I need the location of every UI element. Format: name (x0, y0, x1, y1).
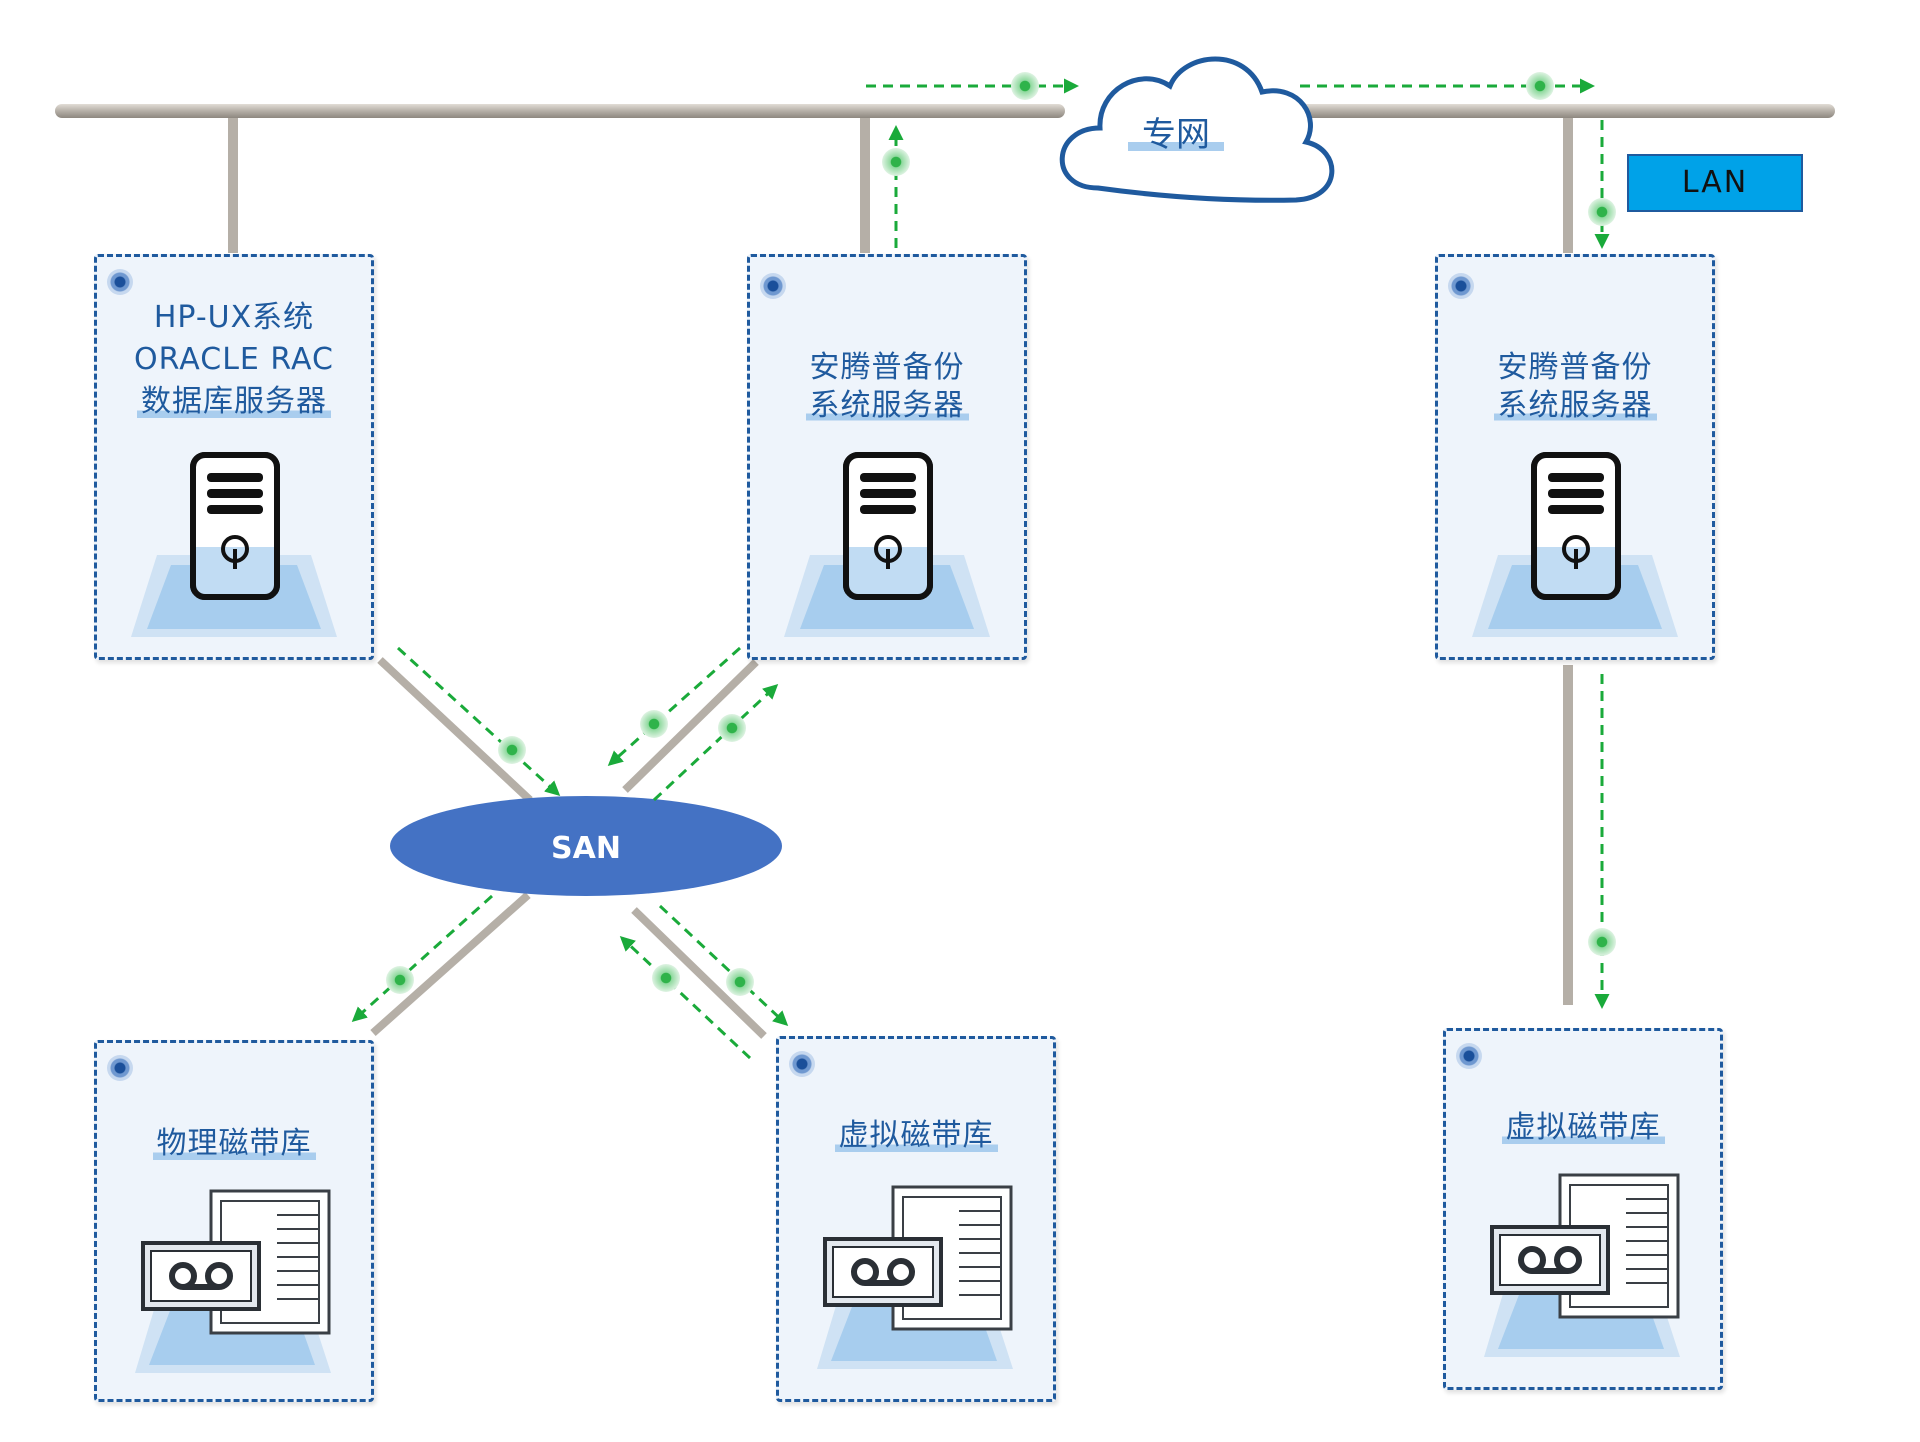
san-label: SAN (551, 831, 621, 866)
tape-library-icon (1484, 1173, 1680, 1357)
db-server-label: HP-UX系统 ORACLE RAC 数据库服务器 (97, 297, 371, 423)
virtual-tape-1-label: 虚拟磁带库 (779, 1115, 1053, 1157)
flow-marker (726, 968, 754, 996)
link-san-vtape (631, 907, 767, 1039)
flow-arrow-san-phys (351, 894, 494, 1023)
status-dot-icon (760, 273, 786, 299)
flow-marker (386, 966, 414, 994)
server-icon (131, 452, 337, 637)
lan-bus-right (1295, 104, 1835, 118)
flow-marker (1588, 198, 1616, 226)
physical-tape-label: 物理磁带库 (97, 1123, 371, 1165)
link-san-phys (370, 892, 531, 1036)
virtual-tape-2-label: 虚拟磁带库 (1446, 1107, 1720, 1149)
status-dot-icon (1456, 1043, 1482, 1069)
flow-marker (652, 964, 680, 992)
virtual-tape-2-node[interactable]: 虚拟磁带库 (1443, 1028, 1723, 1390)
server-icon (1472, 452, 1678, 637)
flow-marker (882, 148, 910, 176)
physical-tape-node[interactable]: 物理磁带库 (94, 1040, 374, 1402)
backup-server-1-node[interactable]: 安腾普备份 系统服务器 (747, 254, 1027, 660)
flow-marker (640, 710, 668, 738)
flow-arrow-db-san (396, 646, 561, 797)
bus-drop-backup1 (860, 118, 870, 253)
status-dot-icon (107, 269, 133, 295)
cloud-label: 专网 (1142, 115, 1210, 155)
flow-arrow-backup1-san-b (652, 683, 779, 802)
flow-arrow-vtape-san (619, 935, 752, 1060)
flow-marker (1588, 928, 1616, 956)
backup-server-2-label: 安腾普备份 系统服务器 (1438, 349, 1712, 425)
link-db-san (377, 657, 533, 803)
virtual-tape-1-node[interactable]: 虚拟磁带库 (776, 1036, 1056, 1402)
lan-bus-left (55, 104, 1065, 118)
backup-server-1-label: 安腾普备份 系统服务器 (750, 349, 1024, 425)
bus-drop-backup2 (1563, 118, 1573, 253)
flow-arrow-san-vtape (658, 904, 789, 1027)
status-dot-icon (1448, 273, 1474, 299)
backup-server-2-node[interactable]: 安腾普备份 系统服务器 (1435, 254, 1715, 660)
bus-drop-db (228, 118, 238, 253)
link-backup1-san (622, 659, 759, 793)
server-icon (784, 452, 990, 637)
flow-marker (1526, 72, 1554, 100)
status-dot-icon (107, 1055, 133, 1081)
flow-arrow-backup1-san-a (607, 646, 741, 766)
flow-marker (718, 714, 746, 742)
cloud-icon (1059, 56, 1335, 203)
flow-markers (386, 72, 1616, 996)
link-backup2-vtape (1563, 665, 1573, 1005)
tape-library-icon (135, 1189, 331, 1373)
lan-button[interactable]: LAN (1627, 154, 1803, 212)
tape-library-icon (817, 1185, 1013, 1369)
db-server-node[interactable]: HP-UX系统 ORACLE RAC 数据库服务器 (94, 254, 374, 660)
status-dot-icon (789, 1051, 815, 1077)
san-ellipse (390, 796, 782, 896)
flow-marker (1011, 72, 1039, 100)
flow-marker (498, 736, 526, 764)
